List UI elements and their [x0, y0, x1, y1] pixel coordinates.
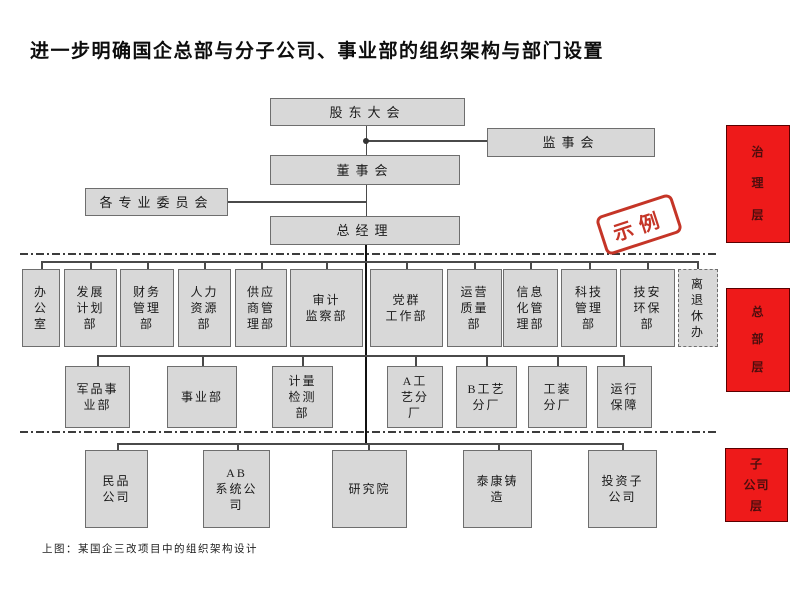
org-node-military-products-division: 军品事 业部 [65, 366, 130, 428]
org-node-finance-management-dept: 财务 管理 部 [120, 269, 174, 347]
layer-divider-line [20, 431, 717, 433]
connector-stub [204, 261, 206, 270]
org-node-audit-supervision-dept: 审计 监察部 [290, 269, 363, 347]
org-node-a-process-branch-plant: A工 艺分 厂 [387, 366, 443, 428]
connector-line [41, 261, 697, 263]
connector-stub [622, 443, 624, 450]
org-node-metrology-testing-dept: 计量 检测 部 [272, 366, 333, 428]
connector-stub [202, 355, 204, 366]
org-node-investment-subsidiary: 投资子 公司 [588, 450, 657, 528]
org-node-retirement-office: 离 退 休 办 [678, 269, 718, 347]
org-node-board-of-directors: 董事会 [270, 155, 460, 185]
connector-trunk-line [365, 245, 368, 443]
org-node-safety-environment-dept: 技安 环保 部 [620, 269, 675, 347]
connector-stub [415, 355, 417, 366]
connector-stub [368, 443, 370, 450]
org-node-tooling-branch-plant: 工装 分厂 [528, 366, 587, 428]
connector-line [228, 201, 366, 203]
org-node-taikang-casting: 泰康铸 造 [463, 450, 532, 528]
connector-stub [326, 261, 328, 270]
connector-line [365, 185, 367, 216]
connector-stub [147, 261, 149, 270]
connector-stub [90, 261, 92, 270]
org-node-development-planning-dept: 发展 计划 部 [64, 269, 117, 347]
connector-stub [647, 261, 649, 270]
connector-stub [486, 355, 488, 366]
connector-stub [41, 261, 43, 270]
connector-stub [498, 443, 500, 450]
org-node-b-process-branch-plant: B工艺 分厂 [456, 366, 517, 428]
connector-stub [302, 355, 304, 366]
org-node-business-division: 事业部 [167, 366, 237, 428]
connector-line [97, 355, 624, 357]
connector-stub [261, 261, 263, 270]
connector-stub [117, 443, 119, 450]
org-node-human-resources-dept: 人力 资源 部 [178, 269, 231, 347]
connector-stub [557, 355, 559, 366]
org-node-science-tech-management-dept: 科技 管理 部 [561, 269, 617, 347]
layer-label-governance: 治 理 层 [726, 125, 790, 243]
connector-stub [530, 261, 532, 270]
org-node-supervisory-board: 监事会 [487, 128, 655, 157]
page-title: 进一步明确国企总部与分子公司、事业部的组织架构与部门设置 [30, 41, 605, 62]
org-node-professional-committees: 各专业委员会 [85, 188, 228, 216]
org-node-general-manager: 总经理 [270, 216, 460, 245]
org-node-research-institute: 研究院 [332, 450, 407, 528]
org-node-shareholders-meeting: 股东大会 [270, 98, 465, 126]
org-node-operation-quality-dept: 运营 质量 部 [447, 269, 502, 347]
connector-stub [237, 443, 239, 450]
connector-stub [474, 261, 476, 270]
org-node-party-mass-work-dept: 党群 工作部 [370, 269, 443, 347]
connector-stub [406, 261, 408, 270]
org-node-operation-support: 运行 保障 [597, 366, 652, 428]
example-stamp: 示例 [594, 192, 684, 257]
org-node-office: 办 公 室 [22, 269, 60, 347]
connector-stub [697, 261, 699, 270]
org-node-civilian-products-company: 民品 公司 [85, 450, 148, 528]
connector-stub [589, 261, 591, 270]
connector-junction-dot [363, 138, 369, 144]
connector-stub [97, 355, 99, 366]
layer-label-headquarters: 总 部 层 [726, 288, 790, 392]
org-node-ab-systems-company: AB 系统公 司 [203, 450, 270, 528]
connector-stub [623, 355, 625, 366]
layer-divider-line [20, 253, 717, 255]
org-node-supplier-management-dept: 供应 商管 理部 [235, 269, 287, 347]
org-node-informatization-management-dept: 信息 化管 理部 [503, 269, 558, 347]
connector-line [117, 443, 623, 445]
connector-line [366, 140, 487, 142]
layer-label-subsidiary: 子 公司 层 [725, 448, 788, 522]
slide-caption: 上图：某国企三改项目中的组织架构设计 [42, 544, 258, 555]
